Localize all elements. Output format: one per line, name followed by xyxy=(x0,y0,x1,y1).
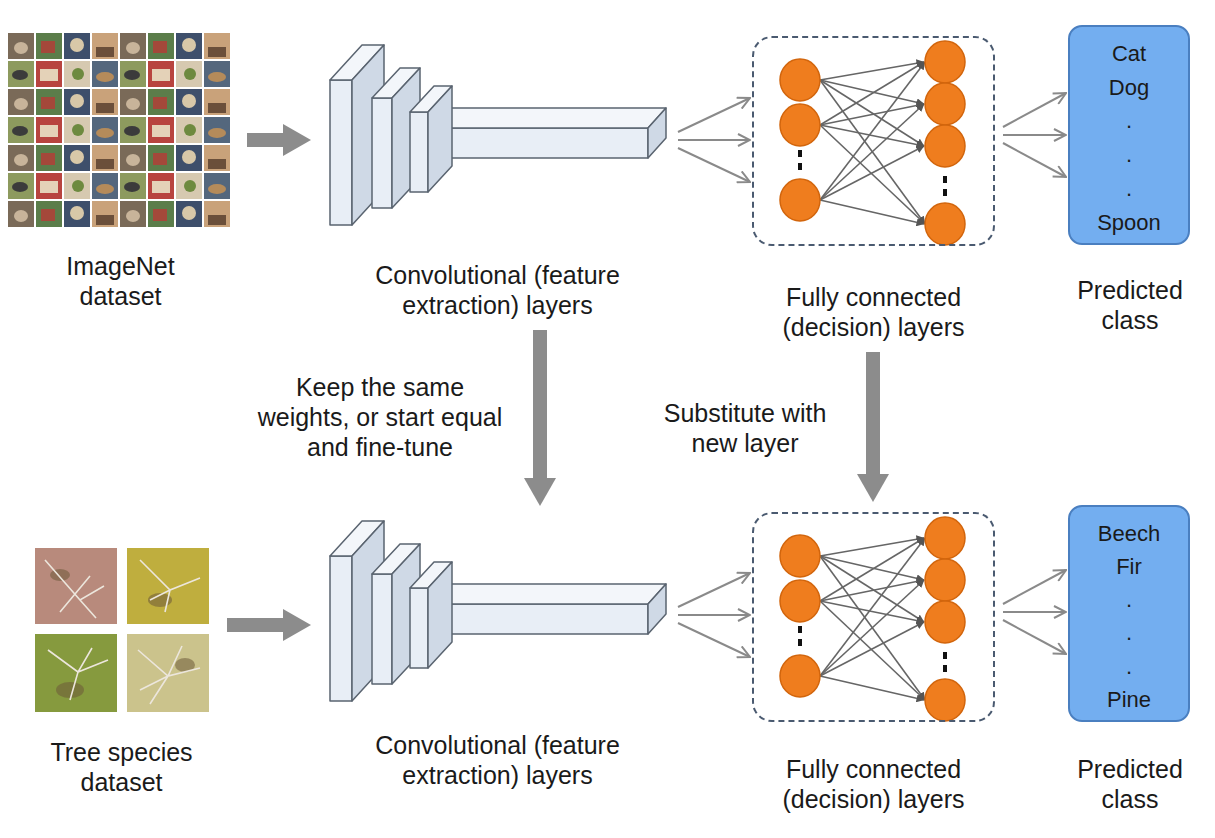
illustration-part xyxy=(127,634,209,712)
edge-label: Keep the same weights, or start equal an… xyxy=(255,372,505,462)
caption-block: Convolutional (feature extraction) layer… xyxy=(325,260,670,320)
edge-label: Substitute with new layer xyxy=(645,398,845,458)
class-name: Beech xyxy=(1098,521,1160,546)
fan-arrow xyxy=(1003,93,1066,127)
class-list-box: BeechFir... Pine xyxy=(1068,505,1190,722)
caption-block: Tree species dataset xyxy=(30,737,213,797)
fan-arrow xyxy=(1003,611,1066,613)
fan-arrow xyxy=(678,98,750,132)
class-box: CatDog... SpoonPredicted class xyxy=(1060,25,1200,335)
dashed-frame xyxy=(752,36,995,246)
block-arrow xyxy=(873,352,874,474)
class-name: . xyxy=(1126,654,1132,679)
arrow-shaft xyxy=(227,618,283,632)
caption-block: Predicted class xyxy=(1060,754,1200,814)
caption-text: Fully connected (decision) layers xyxy=(752,754,995,814)
dashed-frame xyxy=(752,512,995,722)
neuron-layers xyxy=(780,517,965,721)
figure-area xyxy=(325,40,670,230)
fan-arrow xyxy=(1003,620,1066,654)
class-name: Pine xyxy=(1107,687,1151,712)
fan-arrows xyxy=(678,573,750,657)
class-name: . xyxy=(1126,142,1132,167)
fan-arrow xyxy=(678,148,750,182)
class-name: . xyxy=(1126,620,1132,645)
illustration-part xyxy=(56,682,84,698)
illustration-part xyxy=(35,634,117,712)
class-name: . xyxy=(1126,587,1132,612)
caption-text: Convolutional (feature extraction) layer… xyxy=(325,260,670,320)
dense-layers: Fully connected (decision) layers xyxy=(752,36,995,342)
illustration-part xyxy=(35,548,117,624)
illustration-part xyxy=(50,569,70,581)
block-arrow xyxy=(540,330,541,478)
fan-arrow xyxy=(678,614,750,616)
class-name: . xyxy=(1126,176,1132,201)
caption-block: Fully connected (decision) layers xyxy=(752,282,995,342)
conv-blocks xyxy=(330,521,666,701)
block-arrow xyxy=(247,140,283,141)
fan-arrows xyxy=(1003,93,1066,177)
block-arrow xyxy=(227,625,283,626)
caption-block: Convolutional (feature extraction) layer… xyxy=(325,730,670,790)
caption-text: Tree species dataset xyxy=(30,737,213,797)
illustration-part xyxy=(127,548,209,624)
arrow-shaft xyxy=(866,352,880,474)
illustration-part xyxy=(140,560,200,612)
caption-text: Convolutional (feature extraction) layer… xyxy=(325,730,670,790)
fan-arrows xyxy=(1003,570,1066,654)
conv-layers: Convolutional (feature extraction) layer… xyxy=(325,516,670,790)
dense-layers: Fully connected (decision) layers xyxy=(752,512,995,814)
caption-text: Fully connected (decision) layers xyxy=(752,282,995,342)
fan-arrow xyxy=(678,623,750,657)
caption-text: ImageNet dataset xyxy=(41,251,201,311)
fan-arrow xyxy=(678,573,750,607)
imagenet-photos xyxy=(8,33,232,229)
caption-block: Predicted class xyxy=(1060,275,1200,335)
fan-arrow xyxy=(1003,134,1066,136)
caption-text: Predicted class xyxy=(1060,754,1200,814)
tree-photos xyxy=(35,548,209,712)
class-name: . xyxy=(1126,108,1132,133)
illustration-part xyxy=(45,560,104,618)
class-name: Fir xyxy=(1116,554,1142,579)
figure-area xyxy=(325,516,670,706)
arrow-shaft xyxy=(247,133,283,147)
illustration-part xyxy=(138,646,200,704)
fan-arrow xyxy=(1003,570,1066,604)
fan-arrow xyxy=(678,139,750,141)
dataset-image: Tree species dataset xyxy=(30,543,213,797)
caption-block: ImageNet dataset xyxy=(41,251,201,311)
class-name: Spoon xyxy=(1097,210,1161,235)
conv-blocks xyxy=(330,45,666,225)
neuron-layers xyxy=(780,41,965,245)
figure-area xyxy=(8,33,233,229)
conv-layers: Convolutional (feature extraction) layer… xyxy=(325,40,670,320)
illustration-part xyxy=(45,560,200,704)
caption-block: Fully connected (decision) layers xyxy=(752,754,995,814)
class-name: Dog xyxy=(1109,75,1149,100)
illustration-part xyxy=(48,648,108,700)
class-list-box: CatDog... Spoon xyxy=(1068,25,1190,245)
dataset-image: ImageNet dataset xyxy=(8,33,233,311)
caption-text: Predicted class xyxy=(1060,275,1200,335)
fan-arrow xyxy=(1003,143,1066,177)
class-name: Cat xyxy=(1112,41,1146,66)
figure-area xyxy=(30,543,213,715)
arrow-shaft xyxy=(533,330,547,478)
class-box: BeechFir... PinePredicted class xyxy=(1060,505,1200,814)
fan-arrows xyxy=(678,98,750,182)
